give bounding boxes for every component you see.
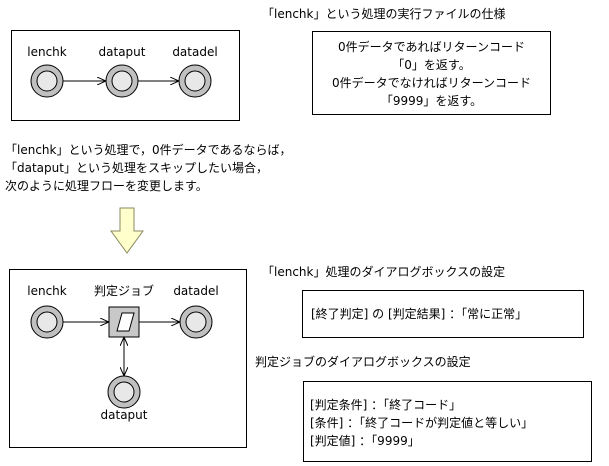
flow2-node-judge-job xyxy=(108,306,140,338)
flow2-label-judge-job: 判定ジョブ xyxy=(93,284,154,298)
spec-text: 0件データであればリターンコード 「0」を返す。 0件データでなければリターンコ… xyxy=(313,38,550,110)
flow1-node-lenchk xyxy=(30,64,64,98)
flow2-label-dataput: dataput xyxy=(100,408,148,422)
judge-dialog-title: 判定ジョブのダイアログボックスの設定 xyxy=(255,355,471,369)
lenchk-dialog-text: [終了判定] の [判定結果] ：「常に正常」 xyxy=(311,307,528,321)
flow2-label-datadel: datadel xyxy=(173,284,219,298)
flow2-node-dataput xyxy=(107,375,141,409)
spec-line-4: 「9999」を返す。 xyxy=(380,94,483,108)
flow1-label-lenchk: lenchk xyxy=(27,45,67,59)
judge-dialog-line-3: [判定値] ：「9999」 xyxy=(310,434,420,448)
spec-line-2: 「0」を返す。 xyxy=(392,58,471,72)
down-arrow xyxy=(110,207,144,254)
spec-title: 「lenchk」という処理の実行ファイルの仕様 xyxy=(262,7,506,21)
spec-line-3: 0件データでなければリターンコード xyxy=(331,76,532,90)
judge-dialog-box xyxy=(303,381,592,462)
spec-line-1: 0件データであればリターンコード xyxy=(338,40,525,54)
spec-box xyxy=(312,31,551,115)
flow1-node-dataput xyxy=(105,64,139,98)
description-text: 「lenchk」という処理で，0件データであるならば， 「dataput」という… xyxy=(5,141,292,195)
judge-dialog-line-1: [判定条件] ：「終了コード」 xyxy=(310,398,462,412)
judge-dialog-line-2: [条件] ：「終了コードが判定値と等しい」 xyxy=(310,416,534,430)
description-line-2: 「dataput」という処理をスキップしたい場合， xyxy=(5,161,268,175)
judge-dialog-text: [判定条件] ：「終了コード」 [条件] ：「終了コードが判定値と等しい」 [判… xyxy=(310,396,533,450)
flow2-node-datadel xyxy=(179,305,213,339)
flow1-node-datadel xyxy=(178,64,212,98)
flow1-label-dataput: dataput xyxy=(98,45,146,59)
flow2-node-lenchk xyxy=(30,305,64,339)
description-line-3: 次のように処理フローを変更します。 xyxy=(5,179,208,193)
flow2-frame xyxy=(9,269,247,448)
lenchk-dialog-box xyxy=(302,290,584,338)
flow2-label-lenchk: lenchk xyxy=(27,284,67,298)
lenchk-dialog-title: 「lenchk」処理のダイアログボックスの設定 xyxy=(262,265,506,279)
flow1-label-datadel: datadel xyxy=(172,45,218,59)
description-line-1: 「lenchk」という処理で，0件データであるならば， xyxy=(5,143,292,157)
